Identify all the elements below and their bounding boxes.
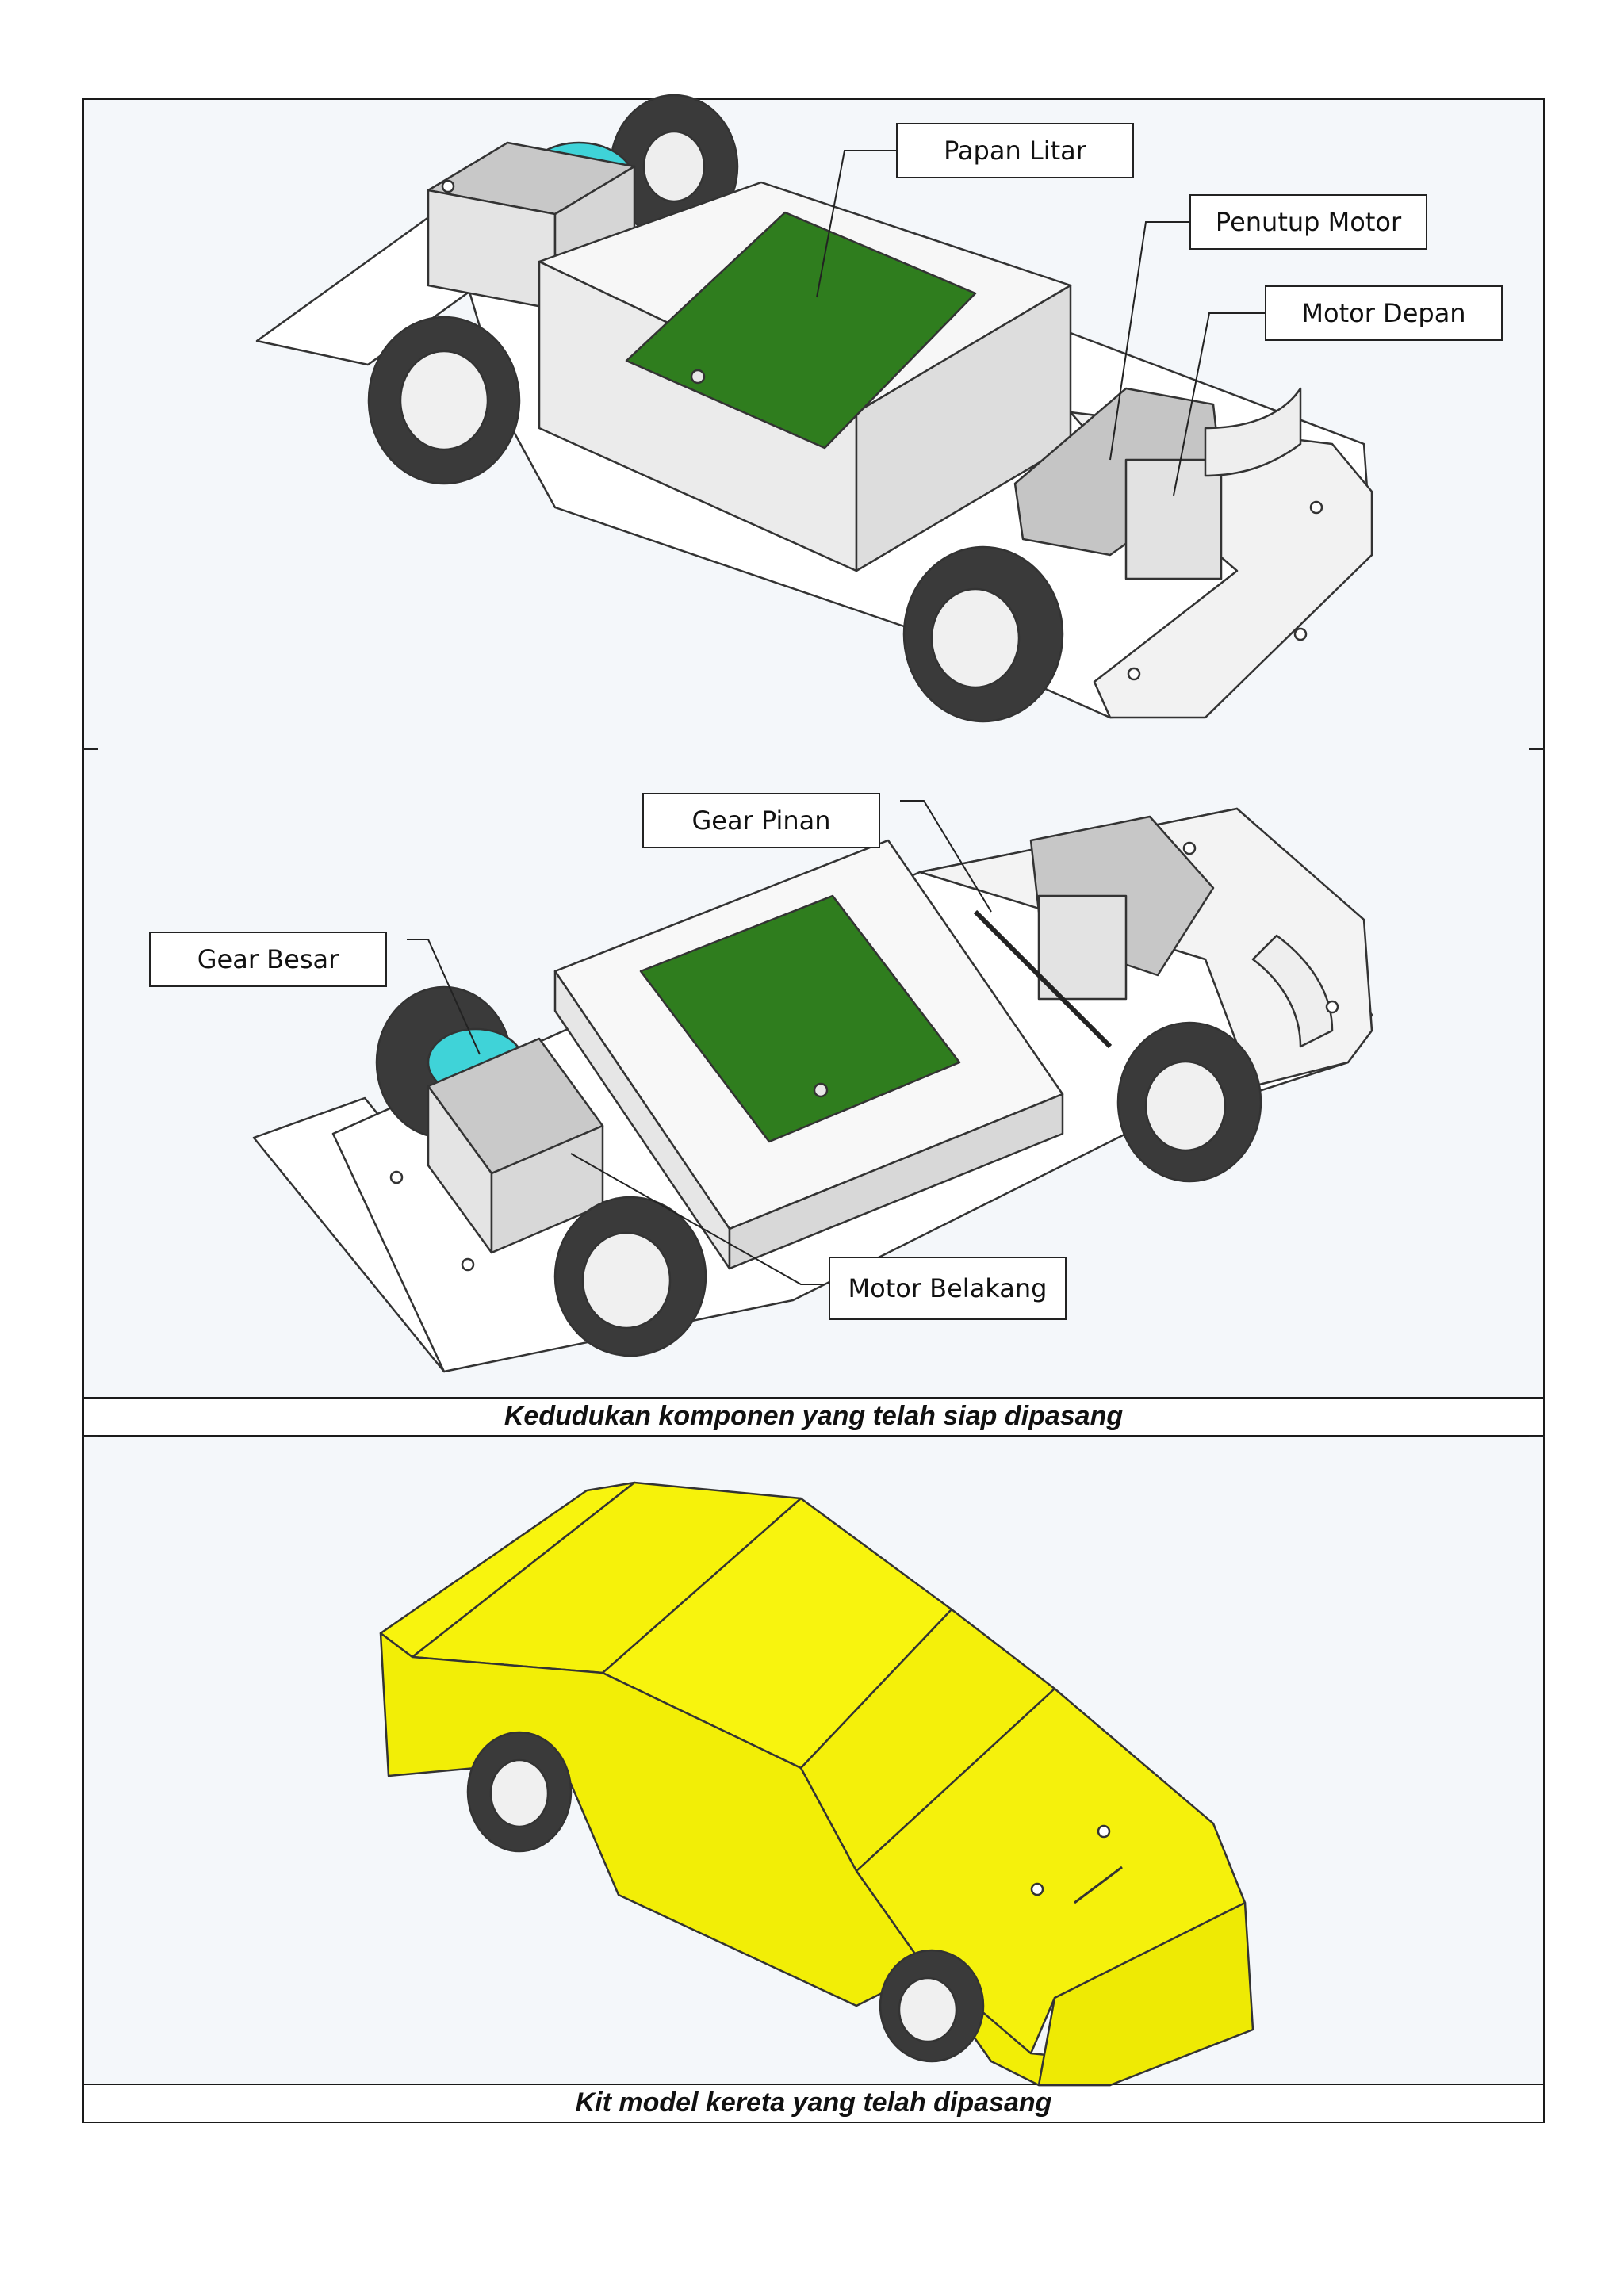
board-hole xyxy=(690,369,706,385)
car-front-wheel xyxy=(879,1949,985,2063)
leader-penutup-motor xyxy=(1109,221,1189,461)
board-hole-2 xyxy=(813,1082,829,1098)
front-motor-2 xyxy=(1037,894,1128,1001)
car-body xyxy=(379,1481,1254,2087)
figure-2-caption: Kit model kereta yang telah dipasang xyxy=(575,2087,1052,2118)
leader-motor-depan xyxy=(1173,312,1265,496)
circuit-board-2 xyxy=(639,894,961,1143)
circuit-board xyxy=(625,211,977,450)
figure-2-caption-box xyxy=(82,2084,1545,2123)
leader-lines xyxy=(407,150,1265,1285)
battery-box-side-2 xyxy=(728,1093,1064,1270)
front-wheel-2 xyxy=(1116,1021,1262,1183)
label-penutup-motor: Penutup Motor xyxy=(1189,194,1427,250)
frame-ticks xyxy=(82,748,1545,1437)
chassis-bottom-view xyxy=(252,807,1373,1373)
pinion-arm xyxy=(973,909,1113,1049)
rear-wheel-lower xyxy=(367,316,521,485)
front-plate-2 xyxy=(918,807,1373,1088)
front-wheel xyxy=(902,545,1064,723)
car-front xyxy=(1037,1901,1254,2087)
leader-motor-belakang xyxy=(570,1153,825,1285)
hood-hole-2 xyxy=(1030,1882,1044,1896)
front-fender xyxy=(1204,387,1302,477)
chassis-top-view xyxy=(255,94,1373,723)
front-fender-2 xyxy=(1251,934,1334,1048)
leader-gear-pinan xyxy=(900,800,992,913)
rear-wheel-2b xyxy=(553,1196,707,1357)
car-rear-wheel xyxy=(466,1731,573,1853)
figure-1-caption: Kedudukan komponen yang telah siap dipas… xyxy=(504,1401,1124,1431)
hood-slot xyxy=(1074,1866,1123,1904)
label-gear-besar: Gear Besar xyxy=(149,932,387,987)
label-gear-pinan: Gear Pinan xyxy=(642,793,880,848)
figure-1-caption-box xyxy=(82,1397,1545,1437)
front-motor xyxy=(1124,458,1223,580)
hood-hole-1 xyxy=(1097,1824,1111,1839)
label-motor-depan: Motor Depan xyxy=(1265,285,1503,341)
label-papan-litar: Papan Litar xyxy=(896,123,1134,178)
leader-gear-besar xyxy=(407,939,481,1055)
label-motor-belakang: Motor Belakang xyxy=(829,1257,1067,1320)
leader-papan-litar xyxy=(816,150,896,298)
